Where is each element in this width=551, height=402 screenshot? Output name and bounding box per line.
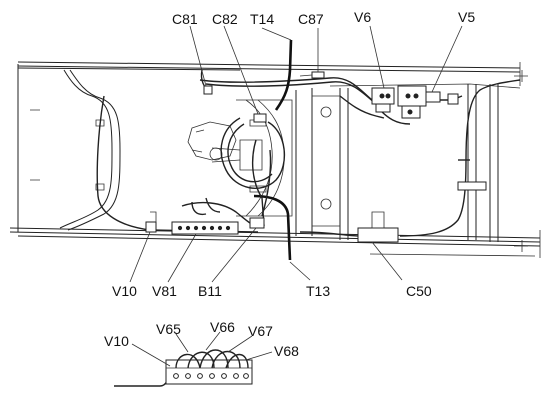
label-t14: T14 [250, 11, 274, 27]
label-c82: C82 [212, 11, 238, 27]
c87-connector [311, 71, 325, 79]
c81-connector [203, 85, 213, 95]
label-b11: B11 [198, 283, 222, 299]
c50-connector [357, 227, 399, 243]
detail-label-v66: V66 [210, 319, 235, 335]
label-v81: V81 [152, 283, 177, 299]
v10-valve [145, 221, 157, 233]
v5-sensor [447, 93, 459, 105]
label-v10: V10 [112, 283, 137, 299]
detail-label-v67: V67 [248, 323, 273, 339]
leader-lines [129, 25, 463, 283]
detail-label-v10: V10 [104, 333, 129, 349]
v5-valve [397, 85, 441, 119]
detail-terminal-block [165, 359, 253, 385]
label-c87: C87 [298, 11, 324, 27]
label-t13: T13 [306, 283, 330, 299]
terminal-block-detail: V10 V65 V66 V67 V68 [104, 319, 299, 387]
label-v6: V6 [354, 9, 371, 25]
components [145, 71, 487, 243]
b11-sensor [249, 217, 265, 229]
label-c81: C81 [172, 11, 198, 27]
detail-label-v68: V68 [274, 343, 299, 359]
frame-clip [457, 181, 487, 191]
label-v5: V5 [458, 9, 475, 25]
chassis-frame [9, 61, 541, 258]
part-labels: C81 C82 T14 C87 V6 V5 V10 V81 B11 T13 C5… [112, 9, 475, 299]
detail-label-v65: V65 [156, 321, 181, 337]
v6-valve [371, 87, 395, 113]
v81-terminal-block [171, 221, 239, 235]
label-c50: C50 [406, 283, 432, 299]
c82-connector [253, 113, 267, 123]
detail-terminals [173, 373, 249, 379]
wiring-harness [96, 39, 521, 261]
